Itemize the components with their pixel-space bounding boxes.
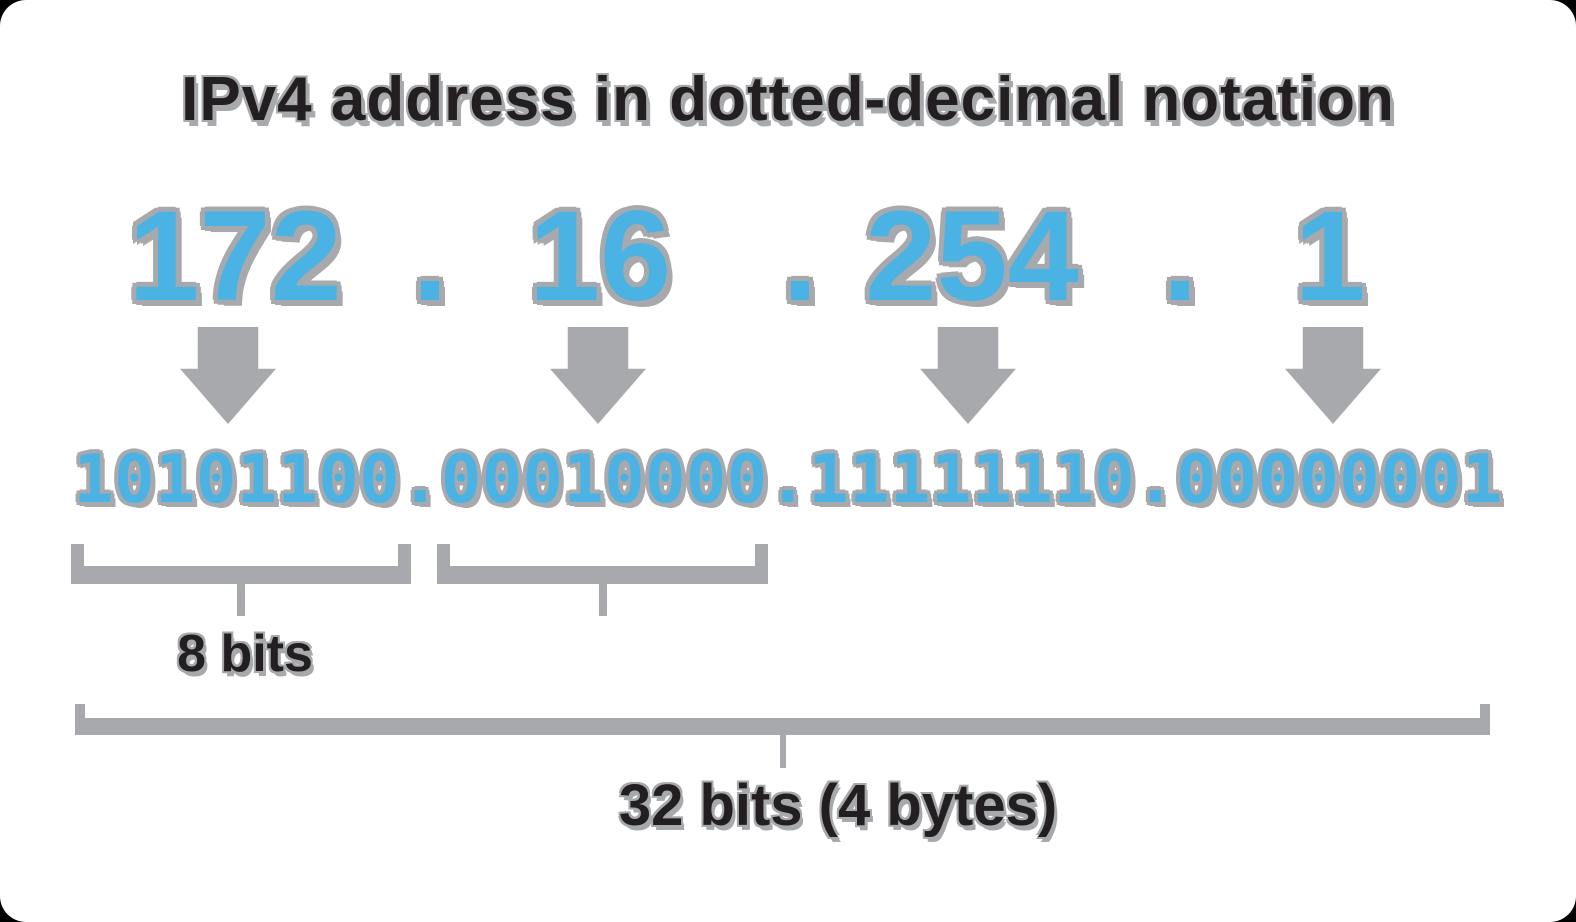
brace-end-tick bbox=[755, 544, 768, 584]
down-arrow-icon bbox=[180, 327, 276, 424]
brace-bar bbox=[75, 718, 1490, 735]
octet-bits-label: 8 bits bbox=[177, 625, 313, 683]
octet-brace-2 bbox=[437, 544, 768, 616]
octet-value-3: 254 bbox=[865, 185, 1079, 328]
total-bits-label: 32 bits (4 bytes) bbox=[618, 773, 1058, 838]
octet-value-4: 1 bbox=[1294, 185, 1366, 328]
dot-separator: . bbox=[412, 185, 448, 328]
brace-end-tick bbox=[1480, 704, 1490, 735]
down-arrow-icon bbox=[1285, 327, 1381, 424]
total-brace bbox=[75, 704, 1490, 768]
octet-brace-1 bbox=[71, 544, 411, 616]
brace-center-tick bbox=[598, 584, 607, 616]
dot-separator: . bbox=[782, 185, 818, 328]
binary-string: 10101100.00010000.11111110.00000001 bbox=[73, 440, 1503, 518]
brace-end-tick bbox=[398, 544, 411, 584]
brace-bar bbox=[71, 566, 411, 584]
down-arrow-icon bbox=[550, 327, 646, 424]
octet-value-1: 172 bbox=[128, 185, 342, 328]
brace-bar bbox=[437, 566, 768, 584]
diagram-title: IPv4 address in dotted-decimal notation bbox=[181, 65, 1395, 134]
brace-center-tick bbox=[779, 735, 786, 768]
brace-center-tick bbox=[237, 584, 245, 616]
dot-separator: . bbox=[1162, 185, 1198, 328]
octet-value-2: 16 bbox=[528, 185, 672, 328]
down-arrow-icon bbox=[920, 327, 1016, 424]
